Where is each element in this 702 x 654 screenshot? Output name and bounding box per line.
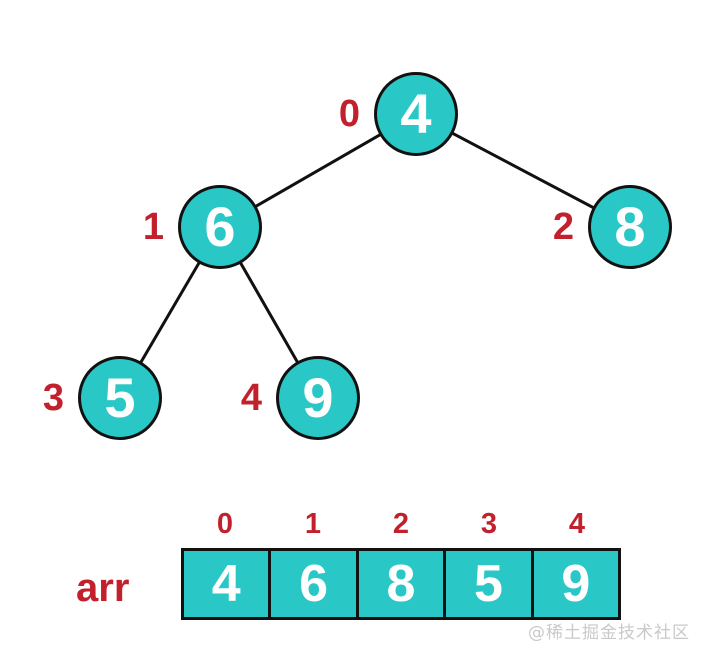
tree-node-right: 2 8 (553, 185, 672, 269)
array-cells: 4 6 8 5 9 (181, 548, 621, 620)
node-index-label: 2 (552, 206, 574, 248)
node-value: 5 (104, 366, 136, 429)
array-cell: 5 (443, 551, 530, 617)
node-circle: 5 (78, 356, 162, 440)
tree-node-root: 0 4 (339, 72, 458, 156)
node-circle: 6 (178, 185, 262, 269)
node-index-label: 3 (42, 377, 64, 419)
node-index-label: 0 (338, 93, 360, 135)
array-index-label: 2 (392, 508, 410, 540)
array-cell: 6 (268, 551, 355, 617)
tree-node-left: 1 6 (143, 185, 262, 269)
node-index-label: 1 (142, 206, 164, 248)
watermark-text: @稀土掘金技术社区 (528, 623, 690, 643)
array-label: arr (76, 566, 130, 610)
node-circle: 4 (374, 72, 458, 156)
array-index-row: 0 1 2 3 4 (181, 510, 621, 539)
array-index-label: 3 (480, 508, 498, 540)
tree-node-left-right: 4 9 (241, 356, 360, 440)
array-cell: 4 (211, 555, 241, 613)
array-cell: 9 (530, 551, 618, 617)
node-value: 4 (400, 82, 432, 145)
array-index-label: 0 (216, 508, 234, 540)
node-index-label: 4 (240, 377, 262, 419)
array-index-label: 1 (304, 508, 322, 540)
node-circle: 9 (276, 356, 360, 440)
node-circle: 8 (588, 185, 672, 269)
array-index-label: 4 (568, 508, 586, 540)
node-value: 8 (614, 195, 646, 258)
array-cell: 8 (355, 551, 443, 617)
node-value: 9 (302, 366, 334, 429)
node-value: 6 (204, 195, 236, 258)
tree-node-left-left: 3 5 (43, 356, 162, 440)
